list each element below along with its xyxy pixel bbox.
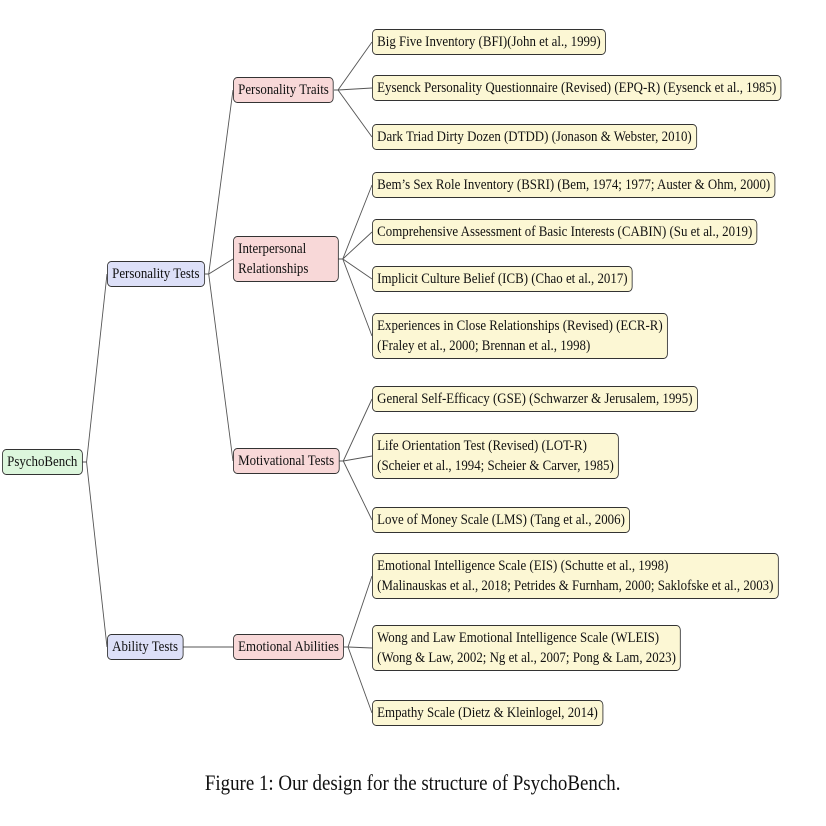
- test-node-lot-r: Life Orientation Test (Revised) (LOT-R) …: [372, 433, 619, 479]
- edge-subcategory-node-emotional-abilities-to-test-node-eis: [344, 575, 373, 648]
- test-node-wleis: Wong and Law Emotional Intelligence Scal…: [372, 625, 682, 671]
- test-node-icb: Implicit Culture Belief (ICB) (Chao et a…: [372, 266, 633, 292]
- tree-edges: [82, 41, 373, 714]
- edge-subcategory-node-motivational-tests-to-test-node-gse: [339, 398, 373, 462]
- root-node-psychobench: PsychoBench: [2, 449, 83, 475]
- edge-subcategory-node-interpersonal-relationships-to-test-node-ecr-r: [338, 258, 373, 337]
- subcategory-node-emotional-abilities: Emotional Abilities: [233, 634, 345, 660]
- edge-subcategory-node-interpersonal-relationships-to-test-node-cabin: [338, 231, 373, 260]
- subcategory-node-personality-traits: Personality Traits: [233, 77, 334, 103]
- taxonomy-tree: PsychoBench Personality Tests Ability Te…: [2, 29, 782, 726]
- test-node-ecr-r: Experiences in Close Relationships (Revi…: [372, 313, 668, 359]
- edge-subcategory-node-emotional-abilities-to-test-node-empathy-scale: [344, 646, 373, 714]
- test-node-dtdd: Dark Triad Dirty Dozen (DTDD) (Jonason &…: [372, 124, 697, 150]
- figure-caption-text: Figure 1: Our design for the structure o…: [205, 770, 621, 795]
- test-node-epq-r: Eysenck Personality Questionnaire (Revis…: [372, 75, 782, 101]
- edge-root-node-psychobench-to-category-node-ability-tests: [82, 461, 108, 648]
- subcategory-node-motivational-tests: Motivational Tests: [233, 448, 340, 474]
- subcategory-node-interpersonal-relationships: Interpersonal Relationships: [233, 236, 339, 282]
- test-node-gse: General Self-Efficacy (GSE) (Schwarzer &…: [372, 386, 698, 412]
- test-node-lms: Love of Money Scale (LMS) (Tang et al., …: [372, 507, 631, 533]
- edge-category-node-personality-tests-to-subcategory-node-personality-traits: [204, 89, 234, 275]
- edge-subcategory-node-personality-traits-to-test-node-bfi: [333, 41, 373, 91]
- test-node-bfi: Big Five Inventory (BFI)(John et al., 19…: [372, 29, 606, 55]
- edge-subcategory-node-motivational-tests-to-test-node-lms: [339, 460, 373, 521]
- figure-caption: Figure 1: Our design for the structure o…: [0, 770, 826, 796]
- test-node-bsri: Bem’s Sex Role Inventory (BSRI) (Bem, 19…: [372, 172, 776, 198]
- test-node-eis: Emotional Intelligence Scale (EIS) (Schu…: [372, 553, 779, 599]
- test-node-cabin: Comprehensive Assessment of Basic Intere…: [372, 219, 758, 245]
- edge-root-node-psychobench-to-category-node-personality-tests: [82, 273, 108, 463]
- test-node-empathy-scale: Empathy Scale (Dietz & Kleinlogel, 2014): [372, 700, 604, 726]
- category-node-personality-tests: Personality Tests: [107, 261, 205, 287]
- category-node-ability-tests: Ability Tests: [107, 634, 184, 660]
- edge-category-node-personality-tests-to-subcategory-node-motivational-tests: [204, 273, 234, 462]
- edge-subcategory-node-personality-traits-to-test-node-dtdd: [333, 89, 373, 138]
